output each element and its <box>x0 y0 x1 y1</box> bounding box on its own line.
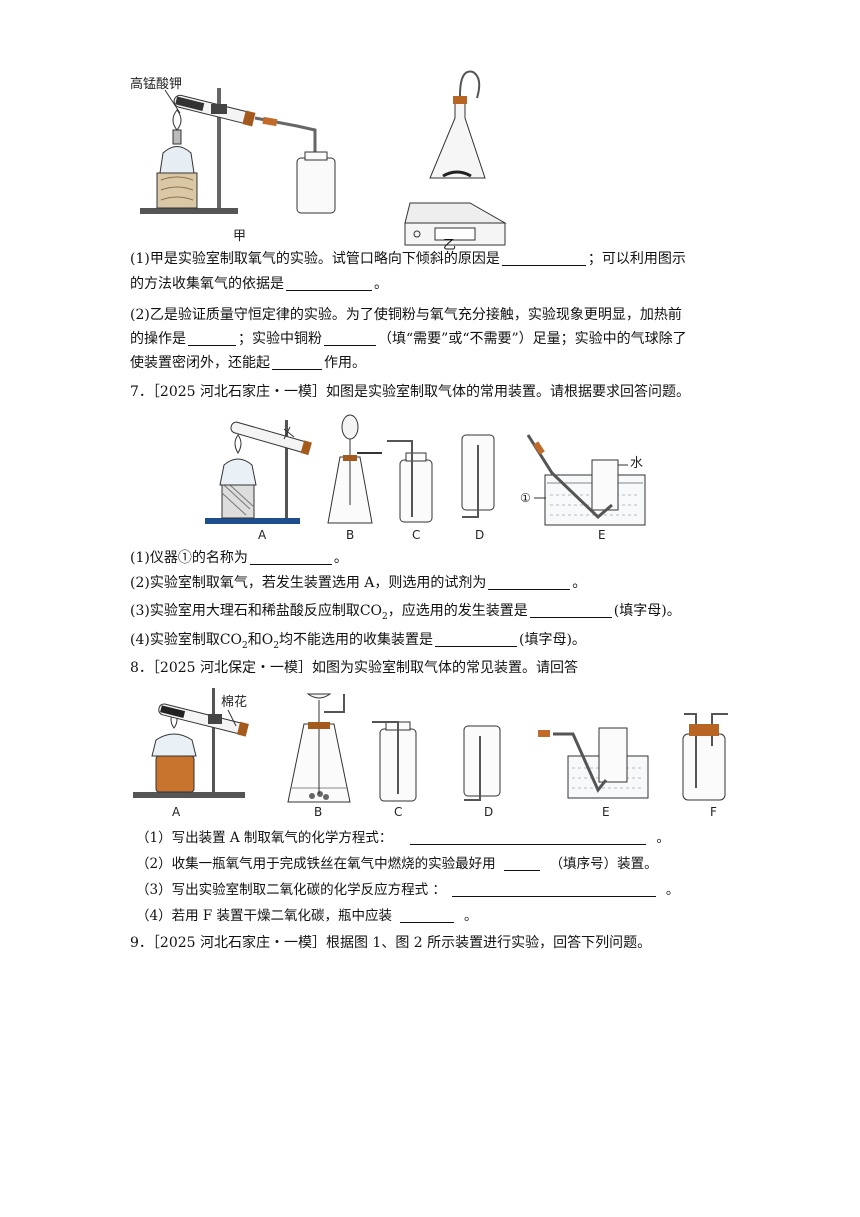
q7-heading: 7．［2025 河北石家庄・一模］如图是实验室制取气体的常用装置。请根据要求回答… <box>130 384 690 400</box>
q6-part1-line1: (1)甲是实验室制取氧气的实验。试管口略向下倾斜的原因是；可以利用图示 <box>130 251 686 267</box>
flame-icon <box>172 109 182 131</box>
q8-sub2: （2）收集一瓶氧气用于完成铁丝在氧气中燃烧的实验最好用（填序号）装置。 <box>136 856 658 872</box>
q8-sub4: （4）若用 F 装置干燥二氧化碳，瓶中应装。 <box>136 908 478 924</box>
answer-blank[interactable] <box>434 632 517 647</box>
label-one: ① <box>520 491 531 505</box>
caption-jia: 甲 <box>233 229 246 244</box>
answer-blank[interactable] <box>501 251 586 266</box>
q7-sub1: (1)仪器①的名称为。 <box>130 550 348 566</box>
balloon <box>459 70 481 99</box>
answer-blank[interactable] <box>400 908 455 923</box>
answer-blank[interactable] <box>286 276 372 291</box>
q6-part2-line1: (2)乙是验证质量守恒定律的实验。为了使铜粉与氧气充分接触，实验现象更明显，加热… <box>130 307 682 323</box>
label-C: C <box>394 805 402 819</box>
label-D: D <box>484 805 493 819</box>
answer-blank[interactable] <box>249 550 332 565</box>
q6-part1-line2: 的方法收集氧气的依据是。 <box>130 276 388 292</box>
label-D: D <box>475 528 484 542</box>
label-kmno4: 高锰酸钾 <box>130 76 182 92</box>
q7-sub3: (3)实验室用大理石和稀盐酸反应制取CO2，应选用的发生装置是(填字母)。 <box>130 603 681 622</box>
q7-sub4: (4)实验室制取CO2和O2均不能选用的收集装置是(填字母)。 <box>130 632 586 651</box>
q8-heading: 8．［2025 河北保定・一模］如图为实验室制取气体的常见装置。请回答 <box>130 660 578 676</box>
conical-flask <box>429 97 486 179</box>
answer-blank[interactable] <box>503 856 540 871</box>
stand-rod <box>217 88 221 208</box>
label-B: B <box>346 528 354 542</box>
answer-blank[interactable] <box>488 575 571 590</box>
q6-part2-line3: 使装置密闭外，还能起作用。 <box>130 355 366 371</box>
alcohol-lamp <box>159 146 195 174</box>
label-B: B <box>314 805 322 819</box>
label-water: 水 <box>630 456 643 471</box>
answer-blank[interactable] <box>324 331 376 346</box>
answer-blank[interactable] <box>272 355 322 370</box>
q8-sub1: （1）写出装置 A 制取氧气的化学方程式：。 <box>136 830 670 846</box>
caption-yi-text: 乙 <box>443 238 457 253</box>
label-F: F <box>710 805 717 819</box>
q9-heading: 9．［2025 河北石家庄・一模］根据图 1、图 2 所示装置进行实验，回答下列… <box>130 935 652 951</box>
label-E: E <box>598 528 606 542</box>
wooden-block <box>156 172 198 209</box>
balance-top <box>404 202 507 224</box>
q7-sub2: (2)实验室制取氧气，若发生装置选用 A，则选用的试剂为。 <box>130 575 587 591</box>
answer-blank[interactable] <box>451 882 656 897</box>
q8-sub3: （3）写出实验室制取二氧化碳的化学反应方程式 ：。 <box>136 882 680 898</box>
answer-blank[interactable] <box>410 830 647 845</box>
stand-base <box>140 208 238 214</box>
collecting-bottle <box>296 157 336 214</box>
label-cotton: 棉花 <box>221 694 247 710</box>
label-E: E <box>602 805 610 819</box>
stand-base <box>205 518 300 524</box>
q6-part2-line2: 的操作是；实验中铜粉（填“需要”或“不需要”）足量；实验中的气球除了 <box>130 331 687 347</box>
label-C: C <box>412 528 420 542</box>
answer-blank[interactable] <box>529 603 612 618</box>
label-A: A <box>258 528 267 542</box>
figure-7-apparatus: A B C D 水 ① E <box>205 414 646 542</box>
label-A: A <box>172 805 181 819</box>
answer-blank[interactable] <box>188 331 236 346</box>
figure-8-apparatus: 棉花 A B C D E F <box>133 688 728 819</box>
figure-6-apparatus: 高锰酸钾 甲 乙 <box>130 70 507 246</box>
